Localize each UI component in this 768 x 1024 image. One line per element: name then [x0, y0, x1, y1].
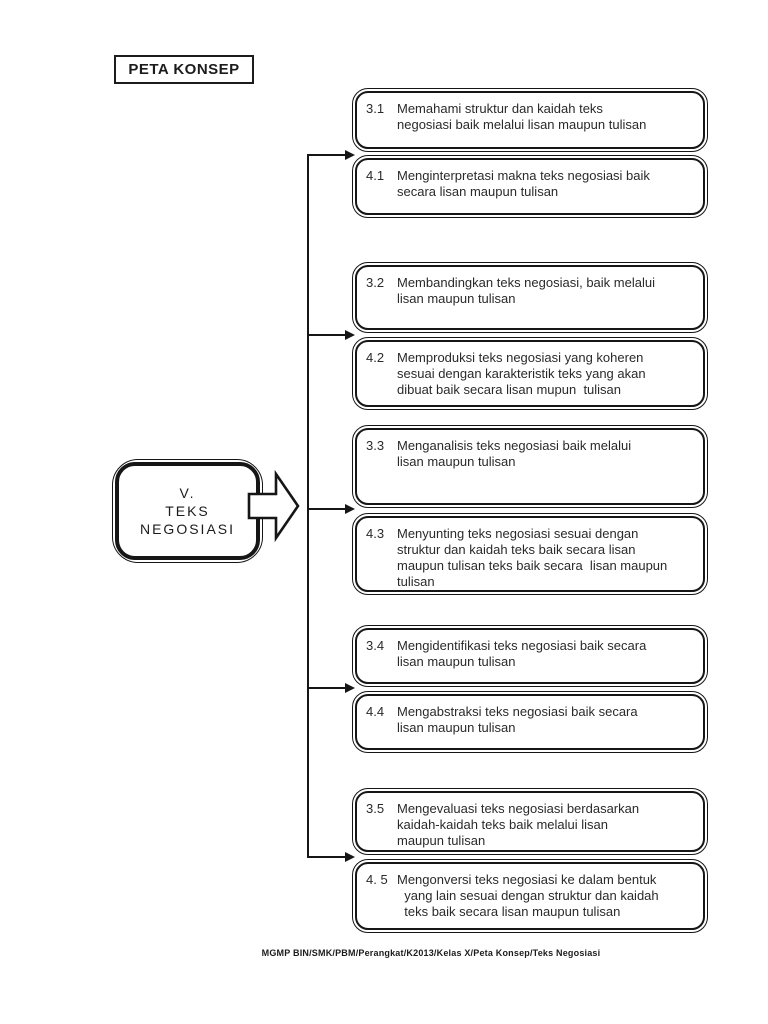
node-kd-4-1: 4.1 Menginterpretasi makna teks negosias… [352, 155, 708, 218]
connector-arrow-2 [307, 330, 355, 340]
node-number: 3.1 [366, 101, 385, 116]
node-number: 4. 5 [366, 872, 388, 887]
node-text: Memproduksi teks negosiasi yang koheren … [397, 350, 646, 397]
node-number: 3.5 [366, 801, 385, 816]
document-footer: MGMP BIN/SMK/PBM/Perangkat/K2013/Kelas X… [261, 948, 601, 958]
node-text: Mengevaluasi teks negosiasi berdasarkan … [397, 801, 640, 848]
connector-arrow-5 [307, 852, 355, 862]
node-border: 4.4 Mengabstraksi teks negosiasi baik se… [355, 694, 705, 750]
page-title-label: PETA KONSEP [128, 61, 240, 78]
node-text: Menginterpretasi makna teks negosiasi ba… [397, 168, 650, 199]
node-text: Membandingkan teks negosiasi, baik melal… [397, 275, 655, 306]
page-title: PETA KONSEP [114, 55, 254, 84]
node-number: 4.4 [366, 704, 385, 719]
node-border: 3.1 Memahami struktur dan kaidah teks ne… [355, 91, 705, 149]
node-border: 4.1 Menginterpretasi makna teks negosias… [355, 158, 705, 215]
node-number: 4.2 [366, 350, 385, 365]
node-text: Menganalisis teks negosiasi baik melalui… [397, 438, 632, 469]
node-kd-3-3: 3.3 Menganalisis teks negosiasi baik mel… [352, 425, 708, 508]
node-kd-3-1: 3.1 Memahami struktur dan kaidah teks ne… [352, 88, 708, 152]
root-node-teks-negosiasi: V. TEKS NEGOSIASI [112, 459, 263, 563]
node-number: 4.1 [366, 168, 385, 183]
node-border: 4.3 Menyunting teks negosiasi sesuai den… [355, 516, 705, 592]
node-number: 3.2 [366, 275, 385, 290]
node-number: 3.3 [366, 438, 385, 453]
node-text: Mengabstraksi teks negosiasi baik secara… [397, 704, 638, 735]
node-text: Mengidentifikasi teks negosiasi baik sec… [397, 638, 647, 669]
node-text: Memahami struktur dan kaidah teks negosi… [397, 101, 647, 132]
connector-arrow-3 [307, 504, 355, 514]
node-kd-3-2: 3.2 Membandingkan teks negosiasi, baik m… [352, 262, 708, 333]
node-number: 4.3 [366, 526, 385, 541]
node-number: 3.4 [366, 638, 385, 653]
block-arrow-icon [247, 470, 300, 542]
node-kd-3-5: 3.5 Mengevaluasi teks negosiasi berdasar… [352, 788, 708, 855]
root-node-border: V. TEKS NEGOSIASI [115, 462, 260, 560]
node-border: 3.5 Mengevaluasi teks negosiasi berdasar… [355, 791, 705, 852]
connector-arrow-4 [307, 683, 355, 693]
node-kd-3-4: 3.4 Mengidentifikasi teks negosiasi baik… [352, 625, 708, 687]
node-kd-4-4: 4.4 Mengabstraksi teks negosiasi baik se… [352, 691, 708, 753]
node-kd-4-2: 4.2 Memproduksi teks negosiasi yang kohe… [352, 337, 708, 410]
root-node-label: V. TEKS NEGOSIASI [139, 485, 236, 537]
connector-trunk-line [307, 155, 309, 858]
node-border: 4. 5 Mengonversi teks negosiasi ke dalam… [355, 862, 705, 930]
node-text: Menyunting teks negosiasi sesuai dengan … [397, 526, 668, 589]
node-kd-4-5: 4. 5 Mengonversi teks negosiasi ke dalam… [352, 859, 708, 933]
connector-arrow-1 [307, 150, 355, 160]
node-border: 3.4 Mengidentifikasi teks negosiasi baik… [355, 628, 705, 684]
node-border: 3.2 Membandingkan teks negosiasi, baik m… [355, 265, 705, 330]
node-kd-4-3: 4.3 Menyunting teks negosiasi sesuai den… [352, 513, 708, 595]
node-border: 4.2 Memproduksi teks negosiasi yang kohe… [355, 340, 705, 407]
node-border: 3.3 Menganalisis teks negosiasi baik mel… [355, 428, 705, 505]
node-text: Mengonversi teks negosiasi ke dalam bent… [397, 872, 659, 919]
